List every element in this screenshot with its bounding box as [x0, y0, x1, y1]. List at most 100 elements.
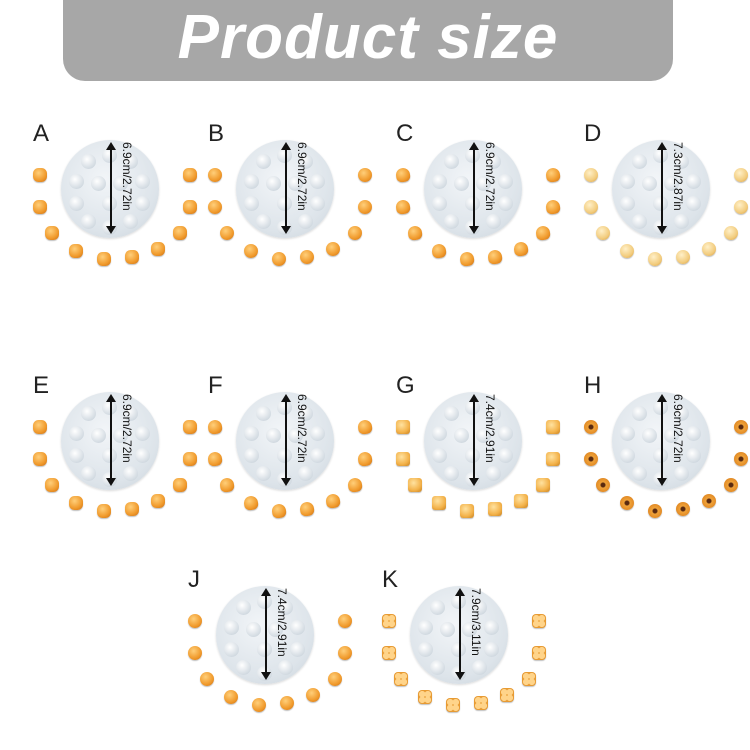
mold-cavity — [224, 620, 239, 635]
molded-piece — [596, 226, 610, 240]
molded-piece — [200, 672, 214, 686]
mold-cavity — [257, 594, 272, 609]
molded-piece — [299, 501, 315, 517]
dimension-label: 6.9cm/2.72in — [295, 394, 309, 463]
mold-cavity — [278, 600, 293, 615]
mold-cavity — [310, 426, 325, 441]
molded-piece — [183, 168, 197, 182]
mold-cavity — [268, 622, 283, 637]
molded-piece — [208, 200, 222, 214]
molded-piece — [188, 614, 202, 628]
mold-cavity — [653, 196, 668, 211]
dimension-arrow — [281, 394, 291, 486]
molded-piece — [648, 252, 662, 266]
dimension-label: 6.9cm/2.72in — [120, 142, 134, 211]
mold-cavity — [244, 174, 259, 189]
mold-cavity — [642, 176, 657, 191]
mold-cavity — [620, 174, 635, 189]
mold-cavity — [91, 428, 106, 443]
molded-piece — [207, 419, 223, 435]
dimension-arrow — [455, 588, 465, 680]
mold-cavity — [454, 176, 469, 191]
molded-piece — [358, 168, 372, 182]
product-label: J — [188, 566, 200, 593]
dimension-label: 6.9cm/2.72in — [120, 394, 134, 463]
mold-cavity — [486, 154, 501, 169]
molded-piece — [408, 478, 422, 492]
mold-cavity — [256, 466, 271, 481]
molded-piece — [734, 452, 748, 466]
molded-piece — [358, 200, 372, 214]
molded-piece — [97, 252, 111, 266]
mold-cavity — [486, 406, 501, 421]
mold-cavity — [642, 428, 657, 443]
molded-piece — [357, 451, 373, 467]
mold-cavity — [81, 214, 96, 229]
molded-piece — [532, 614, 546, 628]
molded-piece — [395, 199, 411, 215]
molded-piece — [532, 646, 546, 660]
dimension-label: 7.9cm/3.11in — [469, 588, 483, 656]
molded-piece — [125, 250, 139, 264]
molded-piece — [431, 243, 447, 259]
mold-cavity — [135, 196, 150, 211]
mold-cavity — [486, 466, 501, 481]
molded-piece — [207, 451, 223, 467]
dimension-arrow — [106, 394, 116, 486]
mold-cavity — [430, 660, 445, 675]
molded-piece — [474, 696, 488, 710]
mold-cavity — [256, 214, 271, 229]
mold-cavity — [277, 400, 292, 415]
molded-piece — [724, 226, 738, 240]
molded-piece — [446, 698, 460, 712]
molded-piece — [676, 250, 690, 264]
mold-cavity — [620, 196, 635, 211]
mold-cavity — [674, 406, 689, 421]
molded-piece — [271, 503, 287, 519]
molded-piece — [173, 478, 187, 492]
molded-piece — [338, 646, 352, 660]
molded-piece — [272, 252, 286, 266]
molded-piece — [487, 249, 503, 265]
mold-cavity — [484, 620, 499, 635]
mold-cavity — [465, 196, 480, 211]
mold-cavity — [310, 448, 325, 463]
mold-cavity — [674, 466, 689, 481]
dimension-label: 7.4cm/2.91in — [275, 588, 289, 657]
molded-piece — [596, 478, 610, 492]
product-label: B — [208, 120, 225, 147]
mold-cavity — [653, 148, 668, 163]
mold-cavity — [440, 622, 455, 637]
mold-cavity — [81, 406, 96, 421]
mold-cavity — [686, 174, 701, 189]
molded-piece — [306, 688, 320, 702]
mold-cavity — [498, 426, 513, 441]
product-label: K — [382, 566, 399, 593]
mold-cavity — [444, 154, 459, 169]
molded-piece — [584, 452, 598, 466]
mold-cavity — [476, 428, 491, 443]
mold-cavity — [310, 174, 325, 189]
mold-cavity — [686, 426, 701, 441]
molded-piece — [300, 250, 314, 264]
mold-cavity — [465, 448, 480, 463]
molded-piece — [396, 452, 410, 466]
molded-piece — [584, 168, 598, 182]
mold-cavity — [236, 600, 251, 615]
molded-piece — [545, 199, 561, 215]
molded-piece — [183, 452, 197, 466]
molded-piece — [545, 167, 561, 183]
product-label: A — [33, 120, 50, 147]
molded-piece — [183, 420, 197, 434]
mold-cavity — [244, 426, 259, 441]
molded-piece — [620, 496, 634, 510]
mold-cavity — [278, 660, 293, 675]
molded-piece — [348, 226, 362, 240]
mold-cavity — [298, 406, 313, 421]
dimension-arrow — [261, 588, 271, 680]
molded-piece — [432, 496, 446, 510]
mold-cavity — [620, 448, 635, 463]
mold-cavity — [432, 448, 447, 463]
